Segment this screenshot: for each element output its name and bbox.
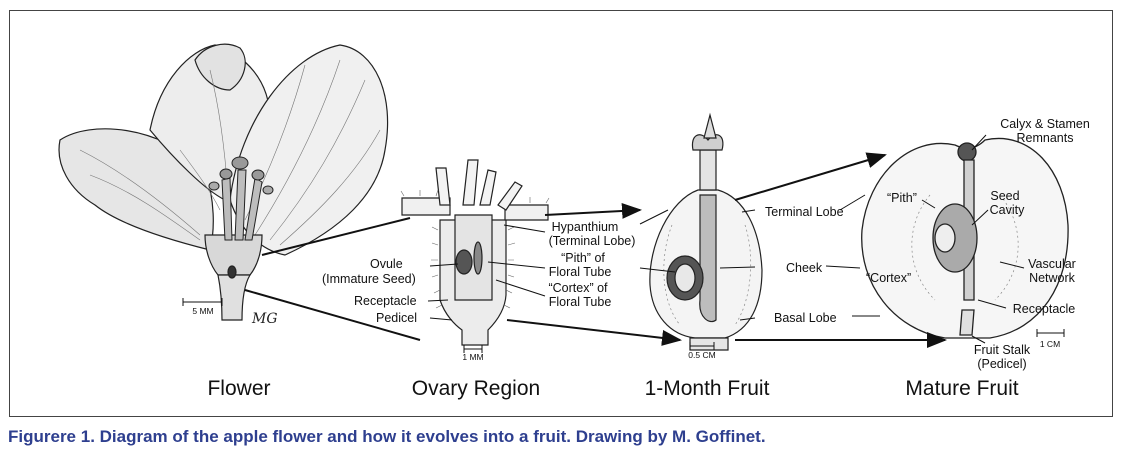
progression-arrows <box>244 152 947 348</box>
label-immature-seed: (Immature Seed) <box>322 272 416 286</box>
label-cheek: Cheek <box>786 261 823 275</box>
flower-scale-bar <box>182 298 223 306</box>
label-pith-floral-tube: Floral Tube <box>549 265 612 279</box>
label-hypanthium-terminal: (Terminal Lobe) <box>549 234 636 248</box>
apple-flower-diagram: 5 MM MG 1 MM <box>58 43 1090 400</box>
ovary-drawing <box>400 159 550 346</box>
mature-fruit-drawing <box>861 137 1069 339</box>
month-fruit-scale-bar <box>689 342 715 350</box>
label-cortex-mature: “Cortex” <box>866 271 911 285</box>
label-cortex-floral: “Cortex” of <box>548 281 608 295</box>
label-receptacle-mature: Receptacle <box>1013 302 1076 316</box>
mature-fruit-scale-label: 1 CM <box>1040 339 1060 349</box>
label-terminal-lobe: Terminal Lobe <box>765 205 844 219</box>
label-leader-lines <box>427 134 1025 344</box>
label-vascular-network: Network <box>1029 271 1076 285</box>
label-seed-cavity: Cavity <box>990 203 1025 217</box>
label-fruit-stalk: Fruit Stalk <box>974 343 1031 357</box>
label-vascular: Vascular <box>1028 257 1076 271</box>
label-seed: Seed <box>990 189 1019 203</box>
label-calyx-stamen: Calyx & Stamen <box>1000 117 1090 131</box>
flower-scale-label: 5 MM <box>192 306 213 316</box>
panel-title-flower: Flower <box>207 377 270 400</box>
label-pith-floral: “Pith” of <box>561 251 605 265</box>
label-cortex-floral-tube: Floral Tube <box>549 295 612 309</box>
panel-title-mature-fruit: Mature Fruit <box>905 377 1018 400</box>
label-pith-mature: “Pith” <box>887 191 917 205</box>
label-calyx-remnants: Remnants <box>1017 131 1074 145</box>
artist-signature: MG <box>251 311 278 327</box>
figure-caption: Figurere 1. Diagram of the apple flower … <box>8 427 766 446</box>
flower-drawing <box>58 43 389 321</box>
label-basal-lobe: Basal Lobe <box>774 311 837 325</box>
label-hypanthium: Hypanthium <box>552 220 619 234</box>
panel-title-ovary-region: Ovary Region <box>412 377 540 400</box>
ovary-scale-bar <box>463 345 483 353</box>
mature-fruit-scale-bar <box>1036 329 1065 337</box>
ovary-scale-label: 1 MM <box>462 352 483 362</box>
panel-title-one-month-fruit: 1-Month Fruit <box>645 377 770 400</box>
label-receptacle-ovary: Receptacle <box>354 294 417 308</box>
month-fruit-scale-label: 0.5 CM <box>688 350 715 360</box>
label-pedicel: Pedicel <box>376 311 417 325</box>
month-fruit-drawing <box>649 112 763 351</box>
label-fruit-stalk-pedicel: (Pedicel) <box>977 357 1026 371</box>
label-ovule: Ovule <box>370 257 403 271</box>
